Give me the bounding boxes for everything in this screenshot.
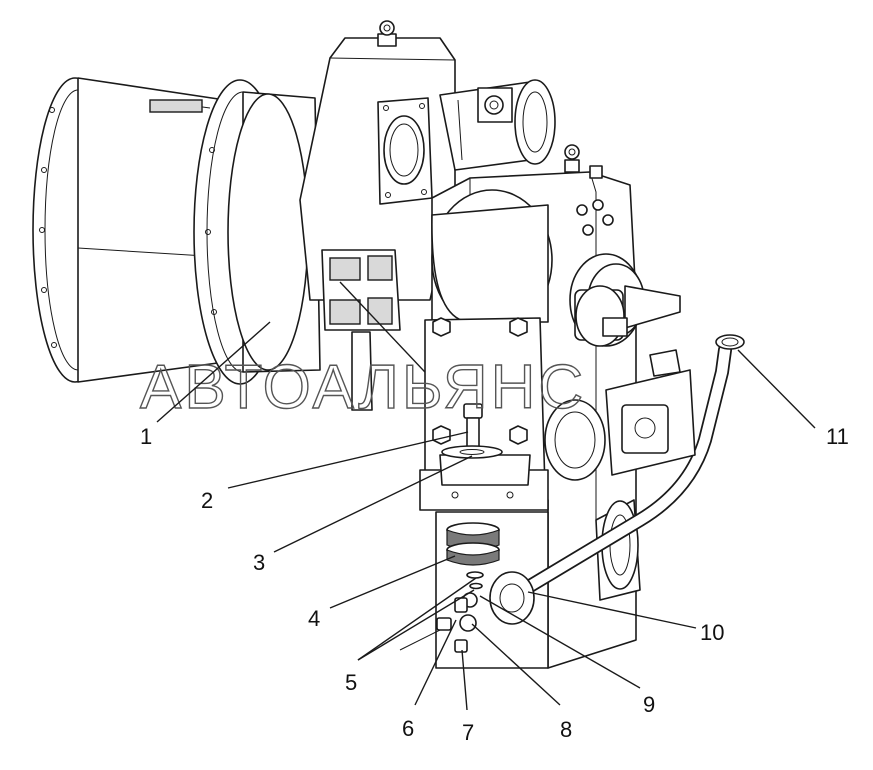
callout-7: 7 [462,720,474,745]
callout-5: 5 [345,670,357,695]
side-valve [605,349,696,476]
callout-labels: 1 2 3 4 5 6 7 8 9 10 11 [140,424,849,745]
top-motor-unit [439,79,556,171]
bell-housing-part [32,77,321,385]
callout-8: 8 [560,717,572,742]
oil-pipe-part [489,334,745,625]
callout-9: 9 [643,692,655,717]
valve-plate [419,317,549,511]
callout-4: 4 [308,606,320,631]
upper-gear-case [299,20,456,301]
callout-2: 2 [201,488,213,513]
leader-lines [156,321,816,711]
callout-11: 11 [826,424,849,449]
washer-part [441,445,503,459]
callout-10: 10 [700,620,724,645]
filter-element-part [446,522,500,566]
watermark-text: АВТОАЛЬЯНС [140,353,586,422]
callout-1: 1 [140,424,152,449]
bolt-part [463,403,483,451]
callout-3: 3 [253,550,265,575]
mount-bracket [321,249,441,411]
callout-6: 6 [402,716,414,741]
